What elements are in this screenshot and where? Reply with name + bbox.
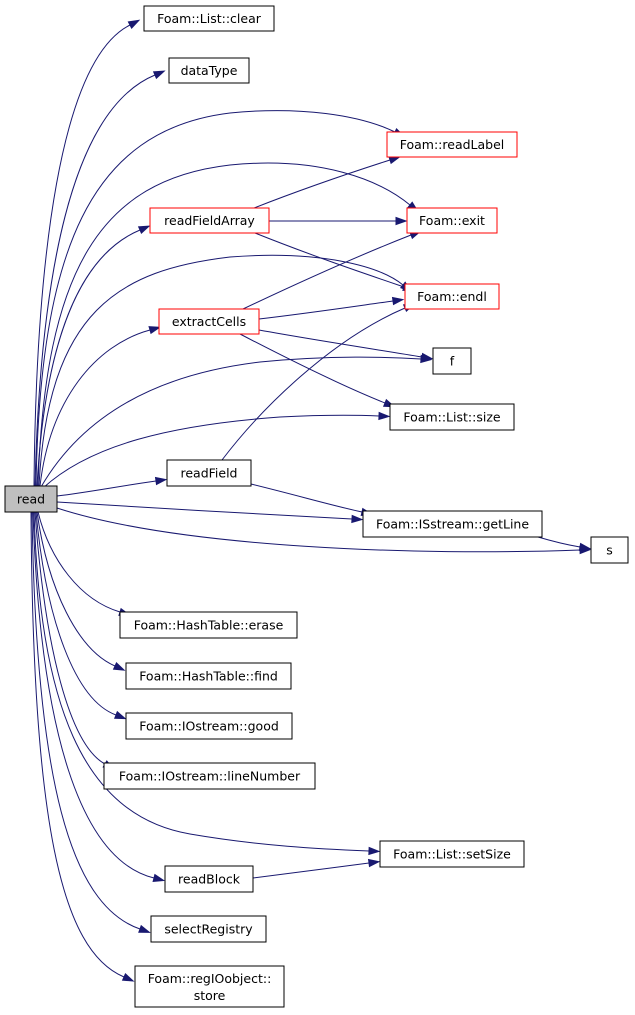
node-extract-cells[interactable]: extractCells: [158, 308, 260, 335]
node-io-good[interactable]: Foam::IOstream::good: [125, 712, 293, 740]
edge-read-to-endl: [38, 254, 413, 487]
node-read-field-array[interactable]: readFieldArray: [149, 207, 270, 234]
arrowhead-icon: [578, 542, 592, 552]
node-s[interactable]: s: [590, 536, 629, 564]
arrowhead-icon: [368, 846, 381, 856]
arrowhead-icon: [121, 972, 135, 982]
node-set-size[interactable]: Foam::List::setSize: [379, 840, 525, 868]
arrowhead-icon: [388, 156, 401, 165]
node-data-type-label: dataType: [181, 63, 238, 78]
node-s-label: s: [606, 543, 613, 558]
node-f-label: f: [450, 354, 455, 369]
node-store-label-line2: store: [194, 988, 226, 1003]
edge-extract-cells-to-list-size: [239, 333, 396, 408]
arrowhead-icon: [114, 710, 127, 720]
node-list-size-label: Foam::List::size: [403, 410, 500, 425]
nodes: read Foam::List::clear dataType Foam::re…: [4, 5, 629, 1008]
node-io-line-number[interactable]: Foam::IOstream::lineNumber: [103, 762, 316, 790]
node-read-field-label: readField: [180, 466, 237, 481]
arrowhead-icon: [127, 19, 141, 29]
arrowhead-icon: [148, 326, 162, 335]
node-exit[interactable]: Foam::exit: [406, 207, 498, 234]
edge-read-to-io-good: [35, 511, 127, 720]
node-get-line[interactable]: Foam::ISstream::getLine: [362, 510, 543, 538]
node-select-registry[interactable]: selectRegistry: [150, 915, 267, 943]
edge-extract-cells-to-f: [258, 329, 434, 362]
node-hash-erase[interactable]: Foam::HashTable::erase: [119, 611, 298, 639]
node-list-clear[interactable]: Foam::List::clear: [143, 5, 275, 32]
node-hash-find-label: Foam::HashTable::find: [139, 669, 278, 684]
arrowhead-icon: [152, 873, 166, 882]
node-data-type[interactable]: dataType: [168, 57, 250, 84]
edge-read-to-extract-cells: [39, 326, 162, 487]
edge-read-to-list-clear: [33, 19, 141, 487]
edge-read-to-store: [30, 511, 135, 982]
edge-read-to-set-size: [33, 511, 381, 856]
node-read-block-label: readBlock: [178, 872, 241, 887]
arrowhead-icon: [367, 858, 381, 868]
arrowhead-icon: [395, 216, 408, 226]
node-list-size[interactable]: Foam::List::size: [389, 403, 515, 431]
edge-read-to-list-size: [42, 411, 391, 489]
node-io-good-label: Foam::IOstream::good: [139, 719, 279, 734]
arrowhead-icon: [420, 352, 434, 362]
node-endl[interactable]: Foam::endl: [404, 283, 500, 310]
edge-read-field-array-to-read-label: [253, 156, 401, 209]
node-read-field-array-label: readFieldArray: [164, 213, 255, 228]
node-hash-erase-label: Foam::HashTable::erase: [134, 618, 284, 633]
edges: [30, 19, 592, 982]
edge-read-to-read-field-array: [36, 225, 151, 487]
edge-get-line-to-s: [537, 536, 592, 552]
node-store-label-line1: Foam::regIOobject::: [148, 971, 272, 986]
node-io-line-number-label: Foam::IOstream::lineNumber: [119, 769, 301, 784]
edge-read-to-hash-erase: [37, 511, 131, 616]
node-read-block[interactable]: readBlock: [164, 865, 254, 893]
edge-read-to-read-label: [35, 110, 406, 487]
arrowhead-icon: [351, 514, 364, 524]
node-get-line-label: Foam::ISstream::getLine: [376, 517, 529, 532]
node-read-label-text: Foam::readLabel: [400, 137, 505, 152]
edge-read-to-get-line: [56, 501, 364, 524]
arrowhead-icon: [138, 924, 151, 933]
node-hash-find[interactable]: Foam::HashTable::find: [125, 662, 292, 690]
node-f[interactable]: f: [432, 347, 472, 375]
arrowhead-icon: [391, 296, 405, 306]
node-store[interactable]: Foam::regIOobject:: store: [134, 965, 285, 1008]
edge-read-to-select-registry: [31, 511, 151, 933]
node-read-field[interactable]: readField: [166, 459, 252, 487]
edge-read-to-read-block: [32, 511, 166, 882]
edge-read-field-array-to-endl: [254, 232, 415, 291]
node-endl-label: Foam::endl: [417, 289, 487, 304]
node-read[interactable]: read: [4, 485, 58, 513]
node-exit-label: Foam::exit: [419, 213, 485, 228]
node-list-clear-label: Foam::List::clear: [157, 11, 262, 26]
edge-read-to-data-type: [34, 70, 166, 487]
node-read-label: read: [17, 492, 45, 507]
edge-extract-cells-to-endl: [258, 296, 405, 320]
edge-read-to-read-field: [56, 476, 168, 497]
edge-read-field-to-get-line: [250, 483, 374, 516]
arrowhead-icon: [152, 70, 166, 80]
node-set-size-label: Foam::List::setSize: [393, 847, 511, 862]
arrowhead-icon: [137, 225, 151, 235]
edge-read-field-array-to-exit: [269, 216, 408, 226]
edge-read-to-hash-find: [36, 511, 126, 671]
edge-read-block-to-set-size: [252, 858, 381, 879]
node-select-registry-label: selectRegistry: [164, 922, 253, 937]
arrowhead-icon: [378, 411, 391, 421]
arrowhead-icon: [154, 476, 168, 486]
arrowhead-icon: [112, 661, 126, 671]
edge-read-to-io-line-number: [34, 511, 115, 770]
node-extract-cells-label: extractCells: [172, 314, 246, 329]
node-read-label[interactable]: Foam::readLabel: [386, 131, 518, 158]
